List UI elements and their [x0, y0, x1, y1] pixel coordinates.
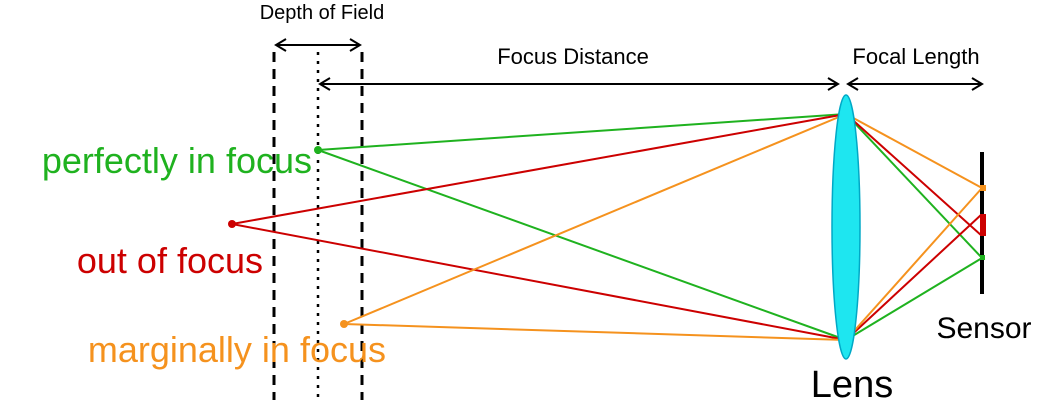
depth-of-field-label: Depth of Field: [260, 2, 385, 24]
green-point: [314, 146, 322, 154]
sensor-label: Sensor: [936, 312, 1031, 345]
focus-distance-arrow: [318, 77, 840, 91]
lens-shape: [831, 94, 861, 360]
out-of-focus-label: out of focus: [77, 240, 263, 281]
red-rays: [231, 113, 983, 341]
focal-length-label: Focal Length: [852, 44, 979, 69]
focal-length-arrow: [846, 77, 984, 91]
depth-of-field-arrow: [274, 38, 362, 52]
orange-sensor-point: [980, 185, 986, 191]
red-point: [228, 220, 236, 228]
perfectly-in-focus-label: perfectly in focus: [42, 140, 312, 181]
orange-rays: [343, 113, 983, 341]
green-sensor-point: [980, 255, 985, 260]
orange-point: [340, 320, 348, 328]
focus-distance-label: Focus Distance: [497, 44, 649, 69]
lens-label: Lens: [811, 364, 893, 400]
marginally-in-focus-label: marginally in focus: [88, 329, 386, 370]
